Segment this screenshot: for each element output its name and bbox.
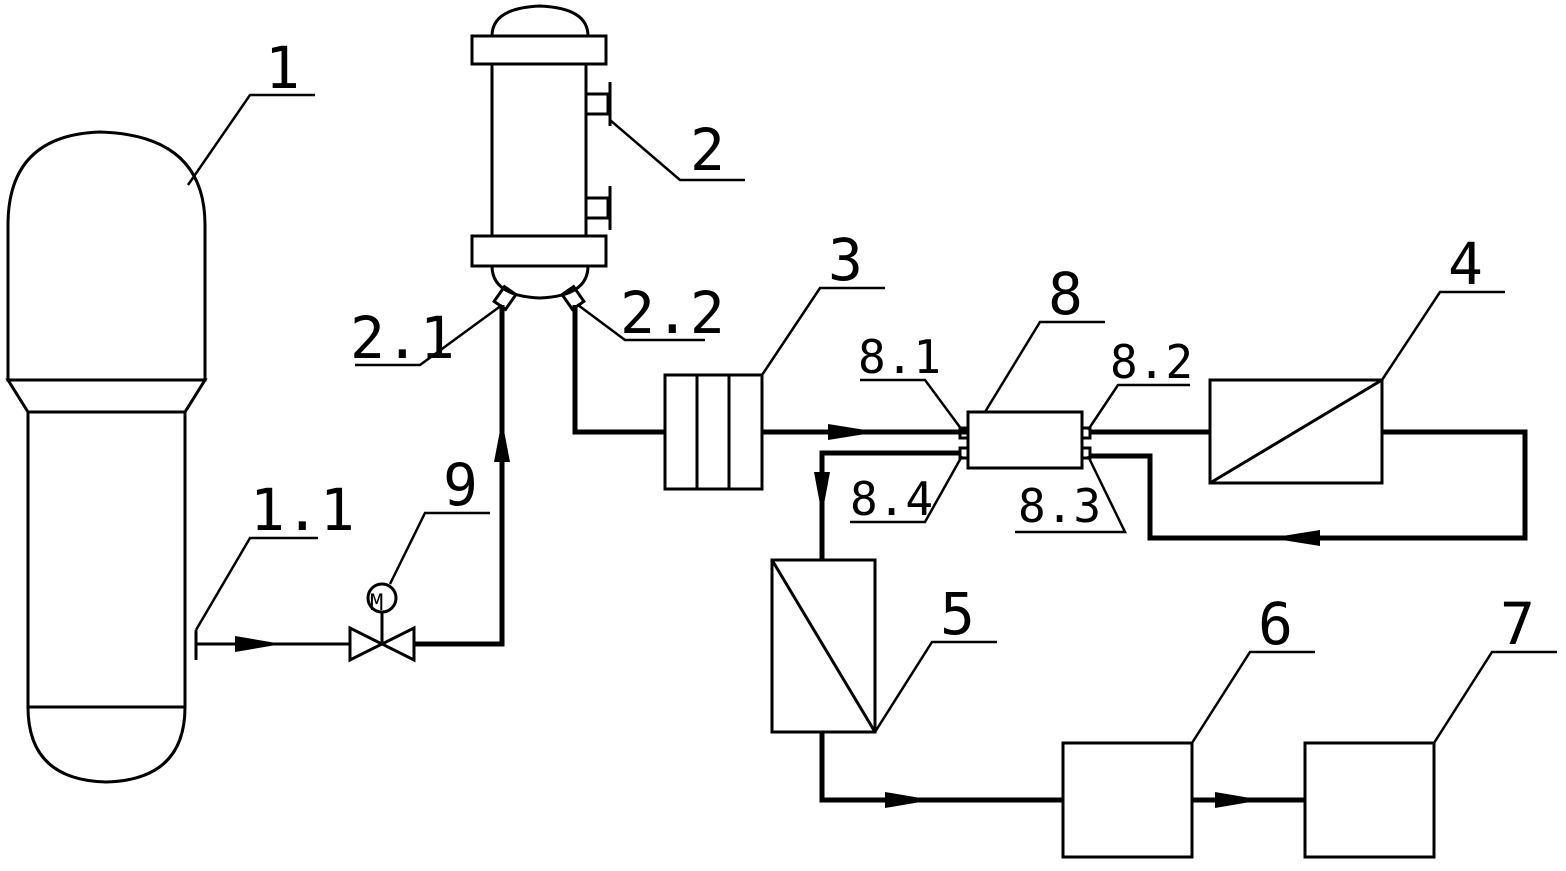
leader-8-1 — [860, 378, 964, 431]
membrane-unit-4 — [1208, 378, 1384, 485]
leader-5 — [873, 640, 997, 733]
pipe-junction-to-5 — [819, 450, 960, 560]
flow-arrow-5 — [885, 792, 932, 808]
valve-9: M — [348, 582, 416, 663]
label-3: 3 — [828, 226, 863, 294]
leader-1-1 — [194, 536, 318, 631]
label-8-3: 8.3 — [1018, 479, 1101, 533]
flow-arrow-3 — [828, 424, 878, 440]
leader-2 — [609, 119, 745, 182]
leader-2-2 — [577, 303, 705, 342]
pipe-5-to-6 — [819, 732, 1063, 803]
leader-8-2 — [1086, 383, 1190, 431]
leader-1 — [186, 93, 315, 186]
junction-8 — [958, 410, 1092, 470]
tank-7 — [1303, 741, 1436, 859]
label-7: 7 — [1500, 590, 1535, 658]
label-6: 6 — [1258, 590, 1293, 658]
flow-arrow-8 — [814, 472, 830, 515]
leader-6 — [1190, 650, 1315, 744]
leader-4 — [1380, 290, 1505, 381]
flow-arrow-1 — [235, 636, 282, 652]
label-8-2: 8.2 — [1110, 335, 1193, 389]
label-2: 2 — [690, 116, 725, 184]
leader-7 — [1432, 650, 1557, 744]
heat-exchanger-2 — [470, 4, 612, 312]
valve-motor-symbol: M — [370, 591, 383, 616]
leader-8 — [983, 320, 1105, 413]
pipe-valve-to-hx — [414, 305, 505, 647]
label-8-1: 8.1 — [858, 330, 941, 384]
label-5: 5 — [940, 580, 975, 648]
label-1-1: 1.1 — [250, 476, 355, 544]
leader-8-3 — [1015, 455, 1127, 534]
label-2-1: 2.1 — [350, 304, 455, 372]
flow-arrow-9 — [494, 420, 510, 462]
leader-8-4 — [850, 455, 964, 524]
vessel-1 — [5, 130, 208, 784]
label-1: 1 — [265, 34, 300, 102]
pipe-hx-to-filter — [572, 305, 665, 435]
label-2-2: 2.2 — [620, 279, 725, 347]
label-8-4: 8.4 — [850, 472, 933, 526]
flow-arrow-4 — [1270, 530, 1320, 546]
label-8: 8 — [1048, 260, 1083, 328]
label-4: 4 — [1448, 230, 1483, 298]
leader-2-1 — [355, 303, 503, 367]
tank-6 — [1061, 741, 1194, 859]
pipe-4-recycle — [1090, 429, 1528, 541]
leader-3 — [760, 286, 885, 376]
membrane-unit-5 — [770, 558, 877, 734]
filter-3 — [663, 373, 764, 491]
label-9: 9 — [443, 451, 478, 519]
leader-9 — [388, 511, 490, 585]
flow-arrow-6 — [1215, 792, 1262, 808]
